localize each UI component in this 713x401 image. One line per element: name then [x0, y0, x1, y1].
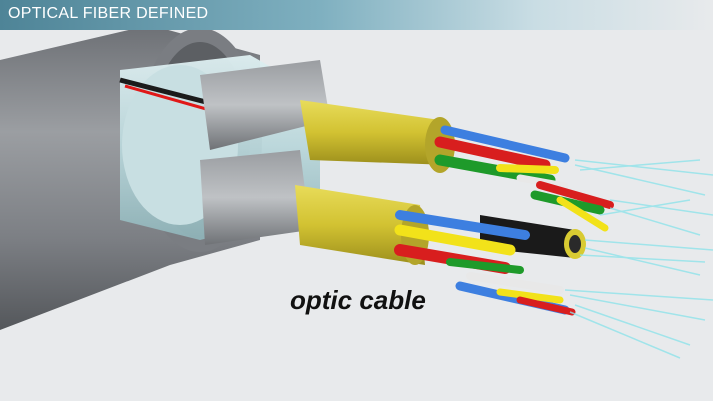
upper-fibers: [434, 125, 614, 232]
title-bar: OPTICAL FIBER DEFINED: [0, 0, 713, 30]
page-title: OPTICAL FIBER DEFINED: [8, 5, 209, 22]
caption-label: optic cable: [290, 285, 426, 315]
light-rays: [564, 159, 713, 359]
lower-fibers: [394, 210, 576, 316]
